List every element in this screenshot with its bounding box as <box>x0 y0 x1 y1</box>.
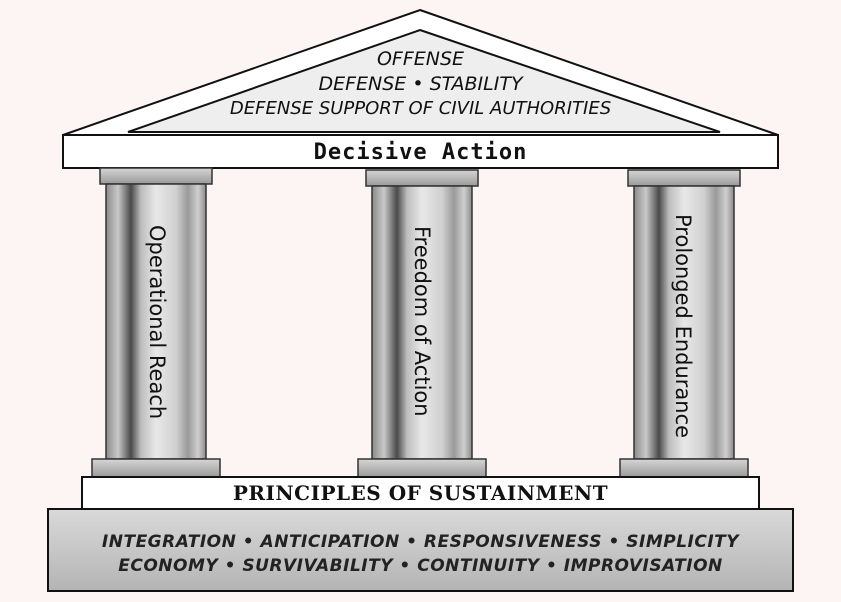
pillar-label-operational-reach: Operational Reach <box>145 224 169 420</box>
pillar-operational-reach <box>91 167 221 478</box>
entablature-band <box>62 134 779 169</box>
roof-line-offense: OFFENSE <box>376 48 465 70</box>
pillar-prolonged-endurance <box>619 169 749 478</box>
roof-line-defense-stability: DEFENSE • STABILITY <box>318 73 523 95</box>
principles-line-1: INTEGRATION • ANTICIPATION • RESPONSIVEN… <box>101 532 740 552</box>
roof-inner <box>127 28 721 133</box>
roof-line-dsca: DEFENSE SUPPORT OF CIVIL AUTHORITIES <box>229 98 612 119</box>
principles-of-sustainment-title: PRINCIPLES OF SUSTAINMENT <box>232 481 609 505</box>
foundation-base <box>47 508 794 592</box>
foundation-band <box>81 476 760 510</box>
pillar-freedom-of-action <box>357 169 487 478</box>
pillar-label-freedom-of-action: Freedom of Action <box>410 225 434 417</box>
pillar-label-prolonged-endurance: Prolonged Endurance <box>671 213 695 439</box>
principles-line-2: ECONOMY • SURVIVABILITY • CONTINUITY • I… <box>118 556 723 576</box>
decisive-action-label: Decisive Action <box>313 140 528 165</box>
